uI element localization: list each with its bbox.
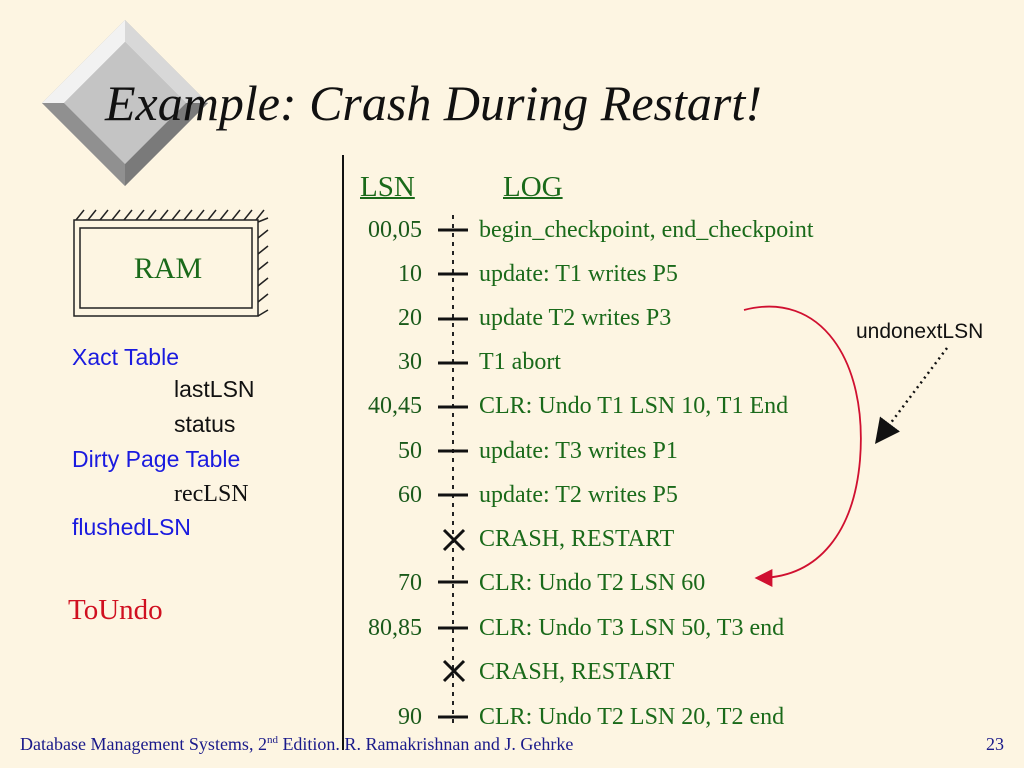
flushed-lsn-label: flushedLSN [72, 514, 191, 540]
log-entry: update: T2 writes P5 [479, 482, 678, 508]
lsn-header: LSN [360, 171, 415, 203]
lsn-value: 80,85 [368, 615, 422, 641]
ram-box [73, 209, 269, 317]
lsn-value: 90 [398, 704, 422, 730]
footer-superscript: nd [266, 734, 278, 746]
footer-text-before: Database Management Systems, 2 [20, 734, 267, 754]
log-entry: T1 abort [479, 349, 561, 375]
footer-citation: Database Management Systems, 2nd Edition… [20, 734, 574, 754]
log-entry-crash: CRASH, RESTART [479, 659, 675, 685]
to-undo-label: ToUndo [68, 594, 163, 626]
page-number: 23 [986, 734, 1004, 754]
diamond-bullet-icon [42, 20, 208, 186]
log-entry: begin_checkpoint, end_checkpoint [479, 217, 814, 243]
vertical-divider [342, 155, 344, 750]
undonext-lsn-annotation: undonextLSN [856, 320, 984, 343]
lsn-value: 40,45 [368, 393, 422, 419]
ram-label: RAM [133, 252, 203, 285]
crash-mark-2b [442, 659, 466, 683]
lsn-value: 20 [398, 305, 422, 331]
lsn-value: 30 [398, 349, 422, 375]
log-entry-crash: CRASH, RESTART [479, 526, 675, 552]
log-entry: update T2 writes P3 [479, 305, 672, 331]
undo-next-arrow [743, 305, 862, 587]
log-entry: CLR: Undo T3 LSN 50, T3 end [479, 615, 785, 641]
dirty-page-table-label: Dirty Page Table [72, 446, 241, 472]
log-entry: update: T3 writes P1 [479, 438, 678, 464]
arrows-overlay [743, 305, 948, 587]
xact-table-label: Xact Table [72, 344, 179, 370]
rec-lsn-label: recLSN [174, 481, 249, 507]
crash-mark-1b [442, 528, 466, 552]
log-timeline [438, 215, 468, 725]
status-label: status [174, 411, 236, 437]
footer-text-after: Edition. R. Ramakrishnan and J. Gehrke [277, 734, 574, 754]
log-entry: CLR: Undo T1 LSN 10, T1 End [479, 393, 789, 419]
annotation-pointer-arrow [875, 347, 948, 444]
lsn-value: 60 [398, 482, 422, 508]
log-entry: update: T1 writes P5 [479, 261, 678, 287]
log-entry: CLR: Undo T2 LSN 60 [479, 570, 706, 596]
log-header-label: LOG [503, 171, 563, 203]
last-lsn-label: lastLSN [174, 376, 255, 402]
lsn-value: 10 [398, 261, 422, 287]
lsn-value: 50 [398, 438, 422, 464]
slide-title: Example: Crash During Restart! [105, 75, 762, 131]
log-entry: CLR: Undo T2 LSN 20, T2 end [479, 704, 785, 730]
lsn-value: 70 [398, 570, 422, 596]
lsn-value: 00,05 [368, 217, 422, 243]
